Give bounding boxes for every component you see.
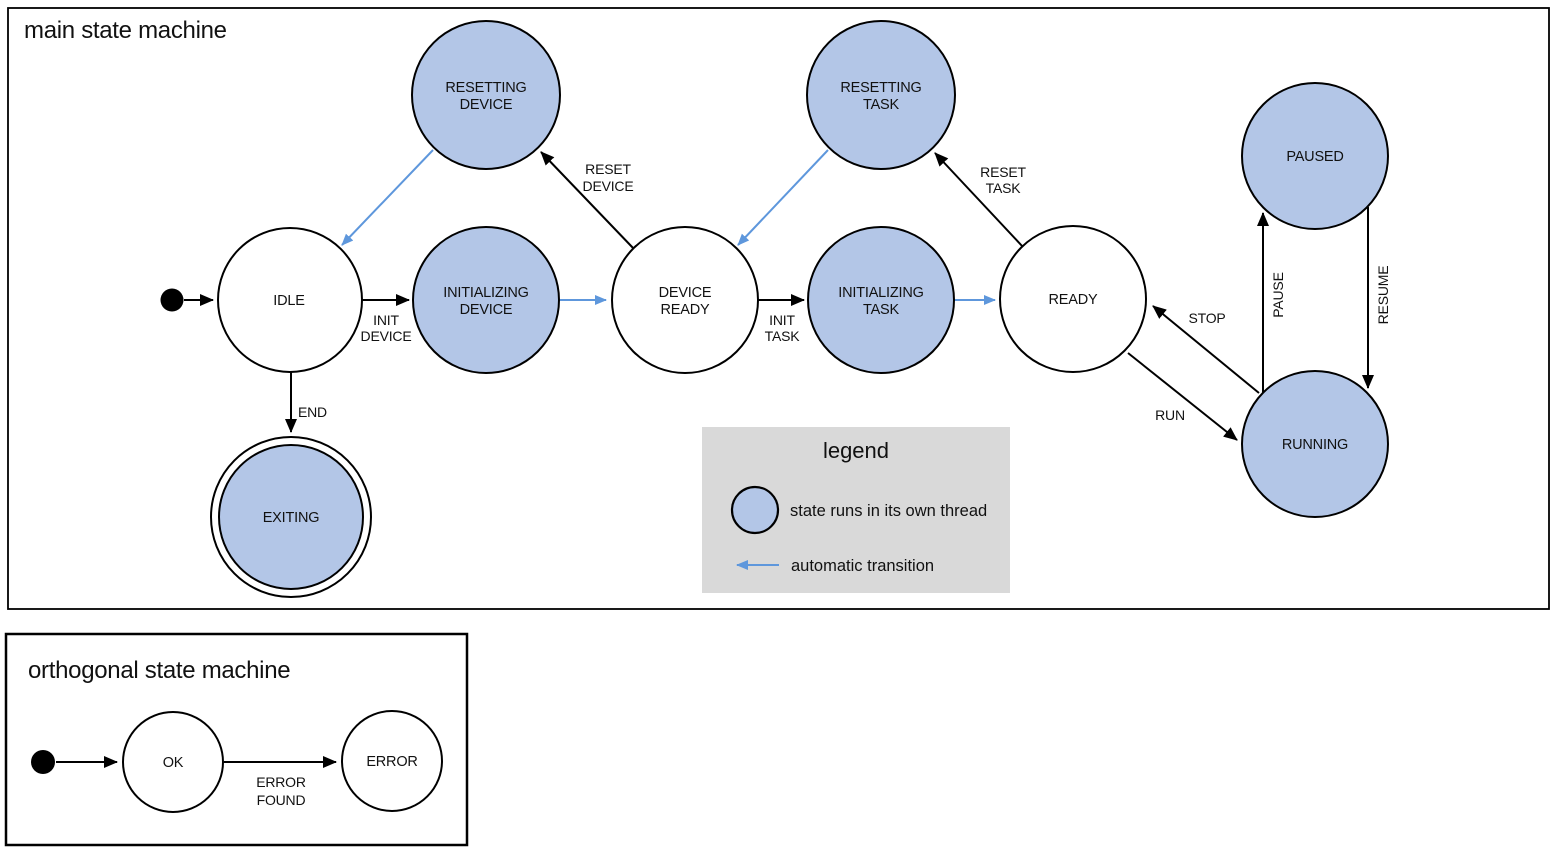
legend-title: legend bbox=[823, 438, 889, 463]
state-error bbox=[341, 710, 443, 812]
state-device-ready bbox=[611, 226, 759, 374]
orthogonal-initial-state-dot bbox=[31, 750, 55, 774]
transition-label-pause: PAUSE bbox=[1270, 272, 1286, 317]
state-label-initializing-device-line1: INITIALIZING bbox=[443, 285, 528, 301]
state-resetting-device bbox=[411, 20, 561, 170]
state-label-paused: PAUSED bbox=[1286, 149, 1343, 165]
orthogonal-machine-frame bbox=[4, 632, 469, 847]
transition-label-stop: STOP bbox=[1188, 310, 1225, 326]
auto-transition-resetting-device-to-idle bbox=[341, 149, 434, 246]
state-ready bbox=[999, 225, 1147, 373]
final-state-exiting bbox=[218, 444, 364, 590]
state-ok bbox=[122, 711, 224, 813]
state-initializing-device bbox=[412, 226, 560, 374]
main-machine-frame bbox=[7, 7, 1550, 610]
orthogonal-state-machine: orthogonal state machine ERROR FOUND OK … bbox=[4, 632, 469, 847]
transition-label-init-device-line1: INIT bbox=[373, 312, 399, 328]
orthogonal-machine-title: orthogonal state machine bbox=[28, 657, 290, 684]
transition-label-end: END bbox=[298, 404, 327, 420]
transition-label-error-found-line1: ERROR bbox=[256, 774, 306, 790]
state-label-ready: READY bbox=[1049, 292, 1098, 308]
transition-label-reset-task-line2: TASK bbox=[986, 180, 1022, 196]
state-label-resetting-task-line2: TASK bbox=[863, 97, 900, 113]
state-label-device-ready-line1: DEVICE bbox=[659, 285, 712, 301]
legend-auto-transition-label: automatic transition bbox=[791, 557, 934, 575]
legend-thread-state-icon bbox=[730, 485, 780, 535]
transition-label-init-task-line1: INIT bbox=[769, 312, 795, 328]
state-paused bbox=[1241, 82, 1389, 230]
transition-run bbox=[1127, 352, 1238, 441]
legend: legend state runs in its own thread auto… bbox=[702, 427, 1010, 593]
main-machine-title: main state machine bbox=[24, 17, 227, 44]
transition-reset-task bbox=[934, 152, 1024, 248]
state-label-initializing-device-line2: DEVICE bbox=[460, 302, 513, 318]
state-label-ok: OK bbox=[163, 755, 184, 771]
state-resetting-task bbox=[806, 20, 956, 170]
transition-label-reset-task-line1: RESET bbox=[980, 164, 1026, 180]
state-label-resetting-task-line1: RESETTING bbox=[840, 80, 921, 96]
transition-label-run: RUN bbox=[1155, 407, 1185, 423]
main-state-machine: main state machine INIT DEVICE RESET DEV… bbox=[7, 7, 1550, 610]
state-running bbox=[1241, 370, 1389, 518]
state-label-device-ready-line2: READY bbox=[661, 302, 710, 318]
initial-state-dot bbox=[160, 288, 184, 312]
state-label-exiting: EXITING bbox=[263, 510, 320, 526]
transition-label-init-task-line2: TASK bbox=[765, 328, 801, 344]
legend-thread-state-label: state runs in its own thread bbox=[790, 502, 987, 520]
state-label-initializing-task-line1: INITIALIZING bbox=[838, 285, 923, 301]
state-label-resetting-device-line2: DEVICE bbox=[460, 97, 513, 113]
transition-label-error-found-line2: FOUND bbox=[257, 792, 306, 808]
state-initializing-task bbox=[807, 226, 955, 374]
transition-label-reset-device-line2: DEVICE bbox=[583, 178, 634, 194]
transition-stop bbox=[1152, 305, 1260, 394]
transition-reset-device bbox=[540, 151, 635, 250]
state-label-resetting-device-line1: RESETTING bbox=[445, 80, 526, 96]
state-label-idle: IDLE bbox=[273, 293, 305, 309]
state-label-error: ERROR bbox=[366, 754, 417, 770]
state-idle bbox=[217, 227, 363, 373]
state-label-running: RUNNING bbox=[1282, 437, 1348, 453]
auto-transition-resetting-task-to-device-ready bbox=[737, 149, 829, 246]
transition-label-reset-device-line1: RESET bbox=[585, 161, 631, 177]
transition-label-init-device-line2: DEVICE bbox=[361, 328, 412, 344]
transition-label-resume: RESUME bbox=[1375, 266, 1391, 325]
state-label-initializing-task-line2: TASK bbox=[863, 302, 900, 318]
